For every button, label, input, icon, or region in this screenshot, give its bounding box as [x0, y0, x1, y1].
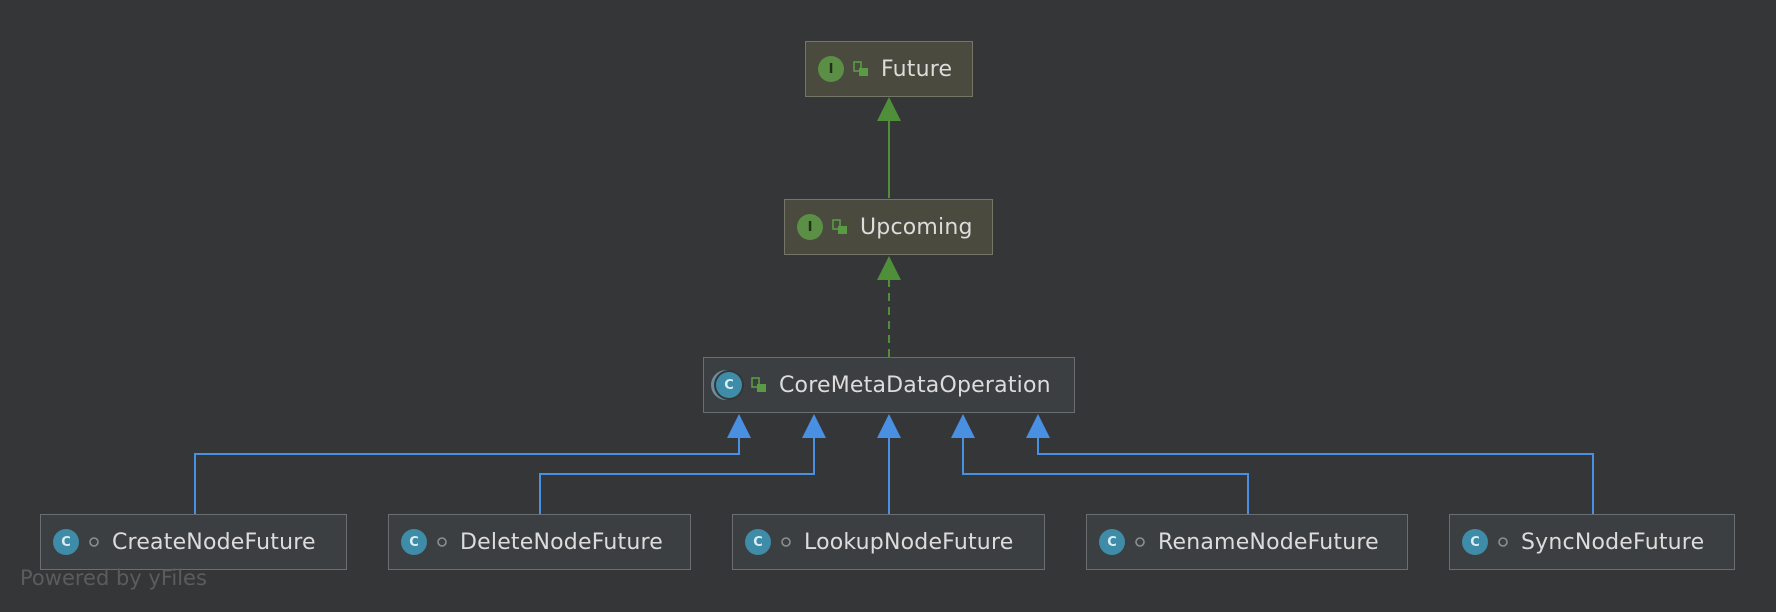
node-sync-node-future[interactable]: C SyncNodeFuture — [1449, 514, 1735, 570]
node-label: LookupNodeFuture — [804, 529, 1014, 555]
interface-icon: I — [797, 214, 823, 240]
package-visibility-icon — [1497, 536, 1509, 548]
node-delete-node-future[interactable]: C DeleteNodeFuture — [388, 514, 691, 570]
arrowhead-core-4 — [951, 414, 975, 438]
node-label: Upcoming — [860, 214, 973, 240]
node-core-meta-data-operation[interactable]: C CoreMetaDataOperation — [703, 357, 1075, 413]
node-future[interactable]: I Future — [805, 41, 973, 97]
arrowhead-core-2 — [802, 414, 826, 438]
class-icon: C — [1099, 529, 1125, 555]
arrowhead-core-5 — [1026, 414, 1050, 438]
arrowhead-upcoming — [877, 256, 901, 280]
node-label: Future — [881, 56, 953, 82]
package-visibility-icon — [780, 536, 792, 548]
package-visibility-icon — [436, 536, 448, 548]
node-lookup-node-future[interactable]: C LookupNodeFuture — [732, 514, 1045, 570]
interface-icon: I — [818, 56, 844, 82]
arrowhead-core-1 — [727, 414, 751, 438]
node-label: CoreMetaDataOperation — [779, 372, 1051, 398]
powered-by-watermark: Powered by yFiles — [20, 566, 207, 590]
class-icon: C — [401, 529, 427, 555]
edge-delete-core — [539, 432, 815, 514]
node-upcoming[interactable]: I Upcoming — [784, 199, 993, 255]
node-label: CreateNodeFuture — [112, 529, 316, 555]
edge-create-core — [194, 432, 740, 514]
public-visibility-icon — [751, 377, 767, 393]
edge-rename-core — [962, 432, 1249, 514]
node-rename-node-future[interactable]: C RenameNodeFuture — [1086, 514, 1408, 570]
node-create-node-future[interactable]: C CreateNodeFuture — [40, 514, 347, 570]
class-icon: C — [745, 529, 771, 555]
node-label: SyncNodeFuture — [1521, 529, 1705, 555]
abstract-class-icon: C — [716, 372, 742, 398]
class-icon: C — [53, 529, 79, 555]
package-visibility-icon — [1134, 536, 1146, 548]
class-icon: C — [1462, 529, 1488, 555]
package-visibility-icon — [88, 536, 100, 548]
node-label: DeleteNodeFuture — [460, 529, 663, 555]
public-visibility-icon — [832, 219, 848, 235]
public-visibility-icon — [853, 61, 869, 77]
arrowhead-core-3 — [877, 414, 901, 438]
arrowhead-future — [877, 97, 901, 121]
node-label: RenameNodeFuture — [1158, 529, 1379, 555]
edge-sync-core — [1037, 432, 1594, 514]
